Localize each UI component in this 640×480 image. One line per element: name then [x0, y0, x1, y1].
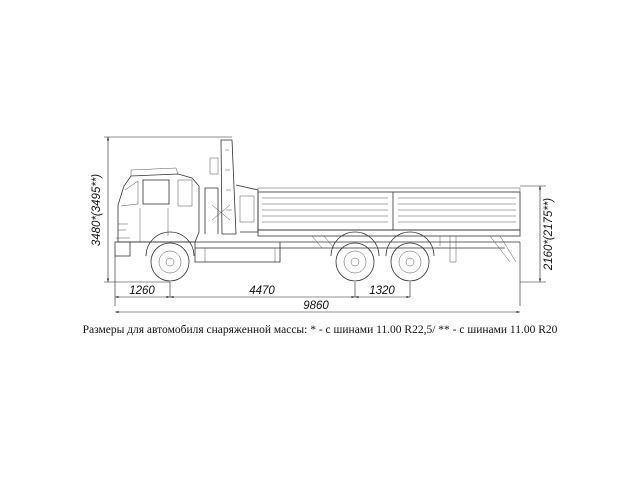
front-overhang-label: 1260 — [129, 285, 155, 297]
cab — [117, 173, 200, 243]
cab-window — [142, 179, 170, 205]
overall-height-label: 3480*(3495**) — [91, 174, 103, 246]
bogie-spacing-label: 1320 — [369, 285, 395, 297]
bumper — [114, 241, 131, 257]
front-wheel — [145, 231, 195, 282]
rear-wheel-1 — [330, 231, 380, 282]
dimensions: 3480*(3495**) 2160*(2175**) 1260 4470 13… — [91, 136, 555, 314]
wheelbase-label: 4470 — [249, 285, 275, 297]
crane — [204, 139, 259, 235]
rear-wheel-2 — [385, 231, 435, 282]
platform-height-label: 2160*(2175**) — [543, 198, 555, 271]
truck-outline — [114, 139, 521, 282]
caption: Размеры для автомобиля снаряженной массы… — [82, 324, 558, 336]
fuel-tank — [204, 247, 276, 263]
overall-length-label: 9860 — [303, 300, 329, 312]
cargo-platform — [257, 187, 521, 237]
